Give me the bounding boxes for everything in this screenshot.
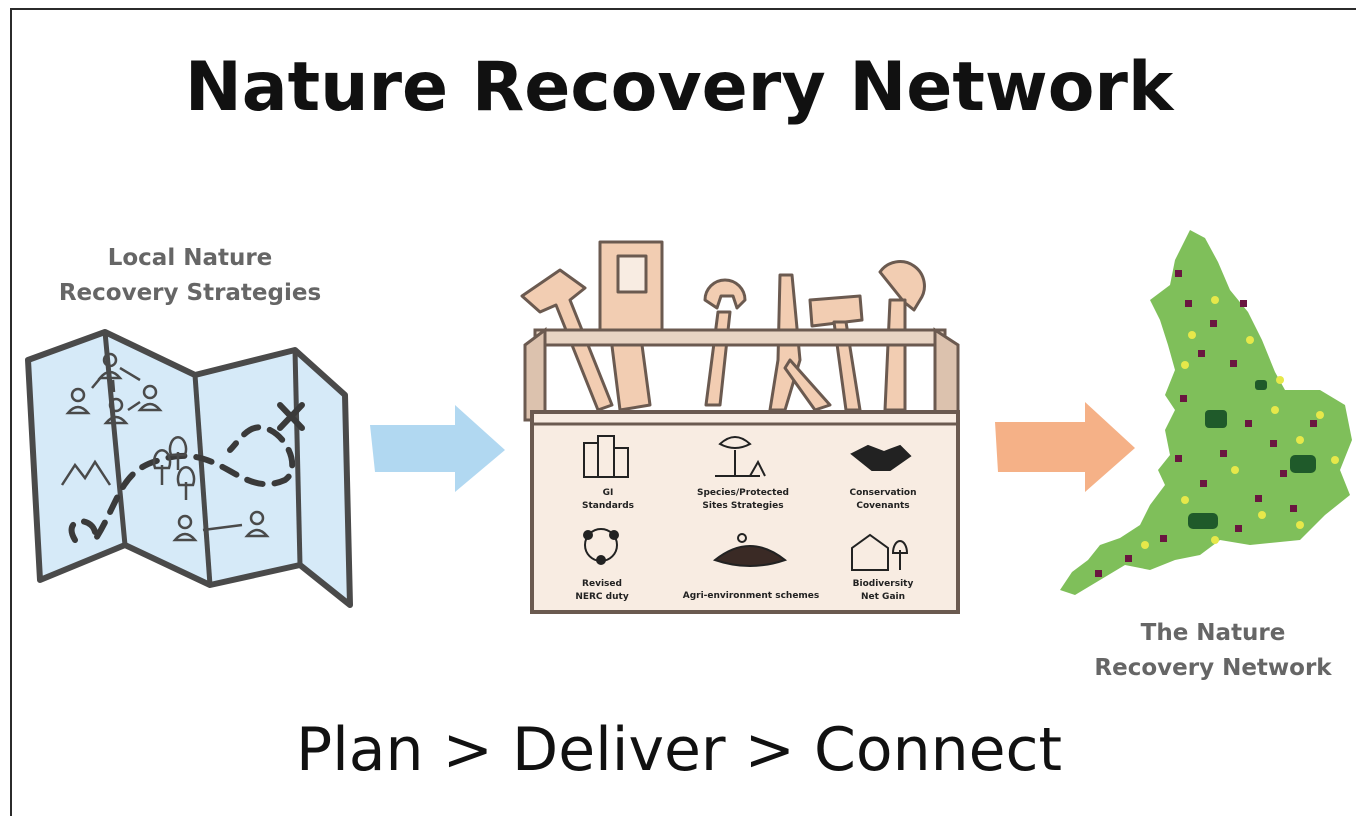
folded-map-icon	[25, 329, 353, 608]
orange-arrow-icon	[995, 402, 1135, 492]
page-title: Nature Recovery Network	[184, 48, 1174, 127]
nature-network-label: The Nature Recovery Network	[1068, 616, 1358, 686]
local-strategies-line1: Local Nature	[107, 245, 273, 271]
tool-label-revised-nerc-duty: Revised NERC duty	[575, 579, 629, 602]
blue-arrow-icon	[370, 405, 505, 492]
tool-label-biodiversity-net-gain: Biodiversity Net Gain	[852, 579, 914, 602]
image-frame	[10, 8, 1356, 816]
tool-label-agri-environment: Agri-environment schemes	[682, 591, 820, 601]
tool-label-conservation-covenants: Conservation Covenants	[849, 488, 917, 511]
nature-network-line2: Recovery Network	[1094, 655, 1332, 681]
toolbox-icon	[520, 240, 960, 614]
tagline: Plan > Deliver > Connect	[295, 715, 1063, 785]
local-strategies-label: Local Nature Recovery Strategies	[30, 241, 350, 311]
england-network-map-icon	[1060, 230, 1352, 595]
local-strategies-line2: Recovery Strategies	[58, 280, 322, 306]
tool-label-gi-standards: GI Standards	[581, 488, 635, 511]
nature-network-line1: The Nature	[1140, 620, 1286, 646]
tool-label-species-strategies: Species/Protected Sites Strategies	[696, 488, 789, 511]
